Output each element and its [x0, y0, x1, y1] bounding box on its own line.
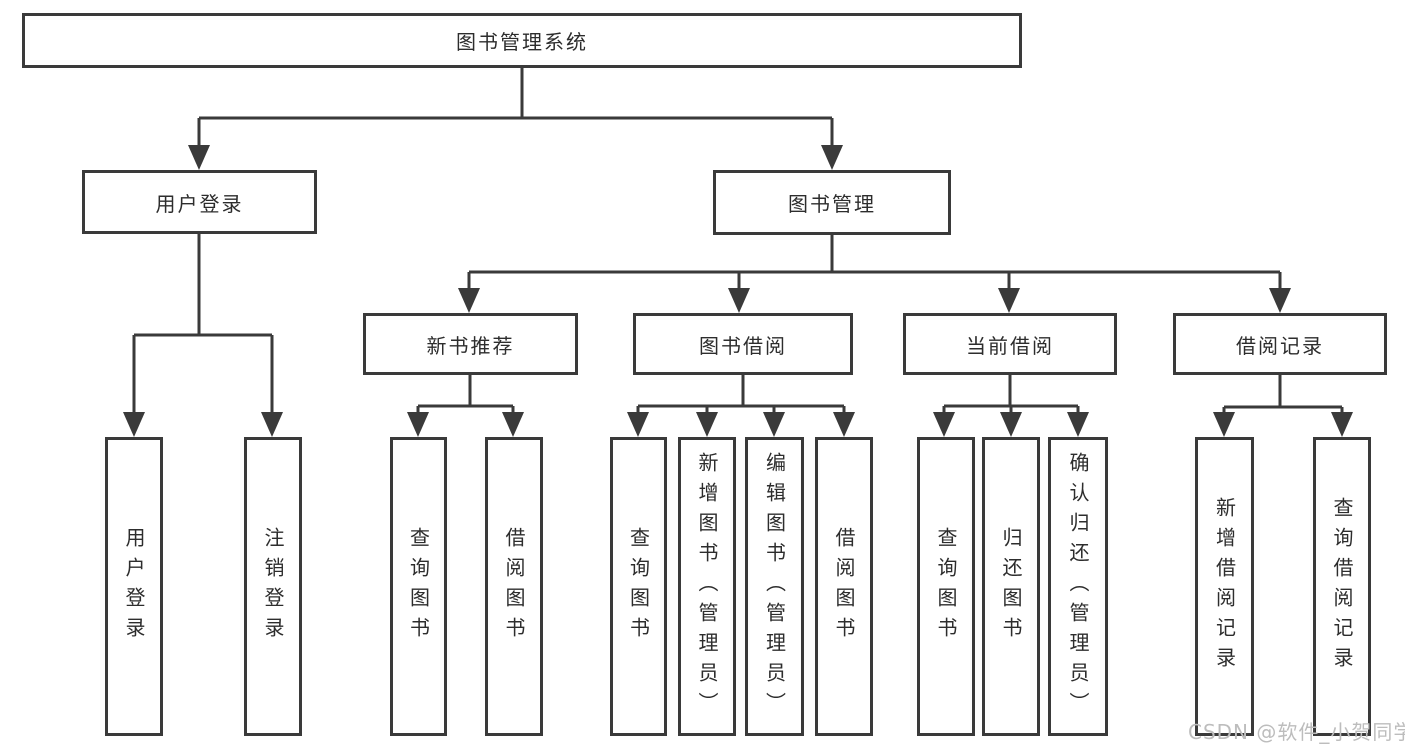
node-current-borrow: 当前借阅	[903, 313, 1117, 375]
leaf-logout-label: 注销登录	[261, 526, 285, 647]
leaf-rec-query-books: 查询图书	[390, 437, 447, 736]
node-user-login-label: 用户登录	[155, 191, 244, 216]
node-root: 图书管理系统	[22, 13, 1022, 68]
leaf-add-borrow-record: 新增借阅记录	[1195, 437, 1254, 736]
leaf-confirm-return-admin: 确认归还（管理员）	[1048, 437, 1108, 736]
leaf-cur-query-books-label: 查询图书	[934, 526, 958, 647]
leaf-query-borrow-record-label: 查询借阅记录	[1330, 496, 1354, 677]
leaf-borrow-query-books: 查询图书	[610, 437, 667, 736]
leaf-user-login: 用户登录	[105, 437, 163, 736]
node-book-borrow: 图书借阅	[633, 313, 853, 375]
watermark: CSDN @软件_小贺同学	[1188, 720, 1405, 744]
leaf-return-books-label: 归还图书	[999, 526, 1023, 647]
leaf-user-login-label: 用户登录	[122, 526, 146, 647]
leaf-confirm-return-admin-label: 确认归还（管理员）	[1066, 451, 1090, 722]
leaf-query-borrow-record: 查询借阅记录	[1313, 437, 1371, 736]
leaf-add-borrow-record-label: 新增借阅记录	[1212, 496, 1237, 677]
leaf-cur-query-books: 查询图书	[917, 437, 975, 736]
node-root-label: 图书管理系统	[456, 30, 588, 54]
node-book-mgmt-label: 图书管理	[788, 192, 876, 216]
node-current-borrow-label: 当前借阅	[966, 333, 1054, 358]
node-user-login: 用户登录	[82, 170, 317, 234]
node-new-book-rec-label: 新书推荐	[426, 333, 515, 358]
node-borrow-records-label: 借阅记录	[1236, 333, 1324, 358]
leaf-add-books-admin-label: 新增图书（管理员）	[695, 451, 719, 722]
leaf-edit-books-admin: 编辑图书（管理员）	[745, 437, 804, 736]
leaf-rec-borrow-books: 借阅图书	[485, 437, 543, 736]
leaf-edit-books-admin-label: 编辑图书（管理员）	[762, 451, 787, 722]
node-new-book-rec: 新书推荐	[363, 313, 578, 375]
leaf-borrow-query-books-label: 查询图书	[626, 526, 651, 647]
leaf-borrow-books: 借阅图书	[815, 437, 873, 736]
leaf-borrow-books-label: 借阅图书	[832, 526, 856, 647]
node-book-mgmt: 图书管理	[713, 170, 951, 235]
leaf-rec-borrow-books-label: 借阅图书	[502, 526, 526, 647]
node-book-borrow-label: 图书借阅	[699, 333, 787, 358]
leaf-add-books-admin: 新增图书（管理员）	[678, 437, 736, 736]
node-borrow-records: 借阅记录	[1173, 313, 1387, 375]
leaf-rec-query-books-label: 查询图书	[406, 526, 431, 647]
leaf-return-books: 归还图书	[982, 437, 1040, 736]
leaf-logout: 注销登录	[244, 437, 302, 736]
